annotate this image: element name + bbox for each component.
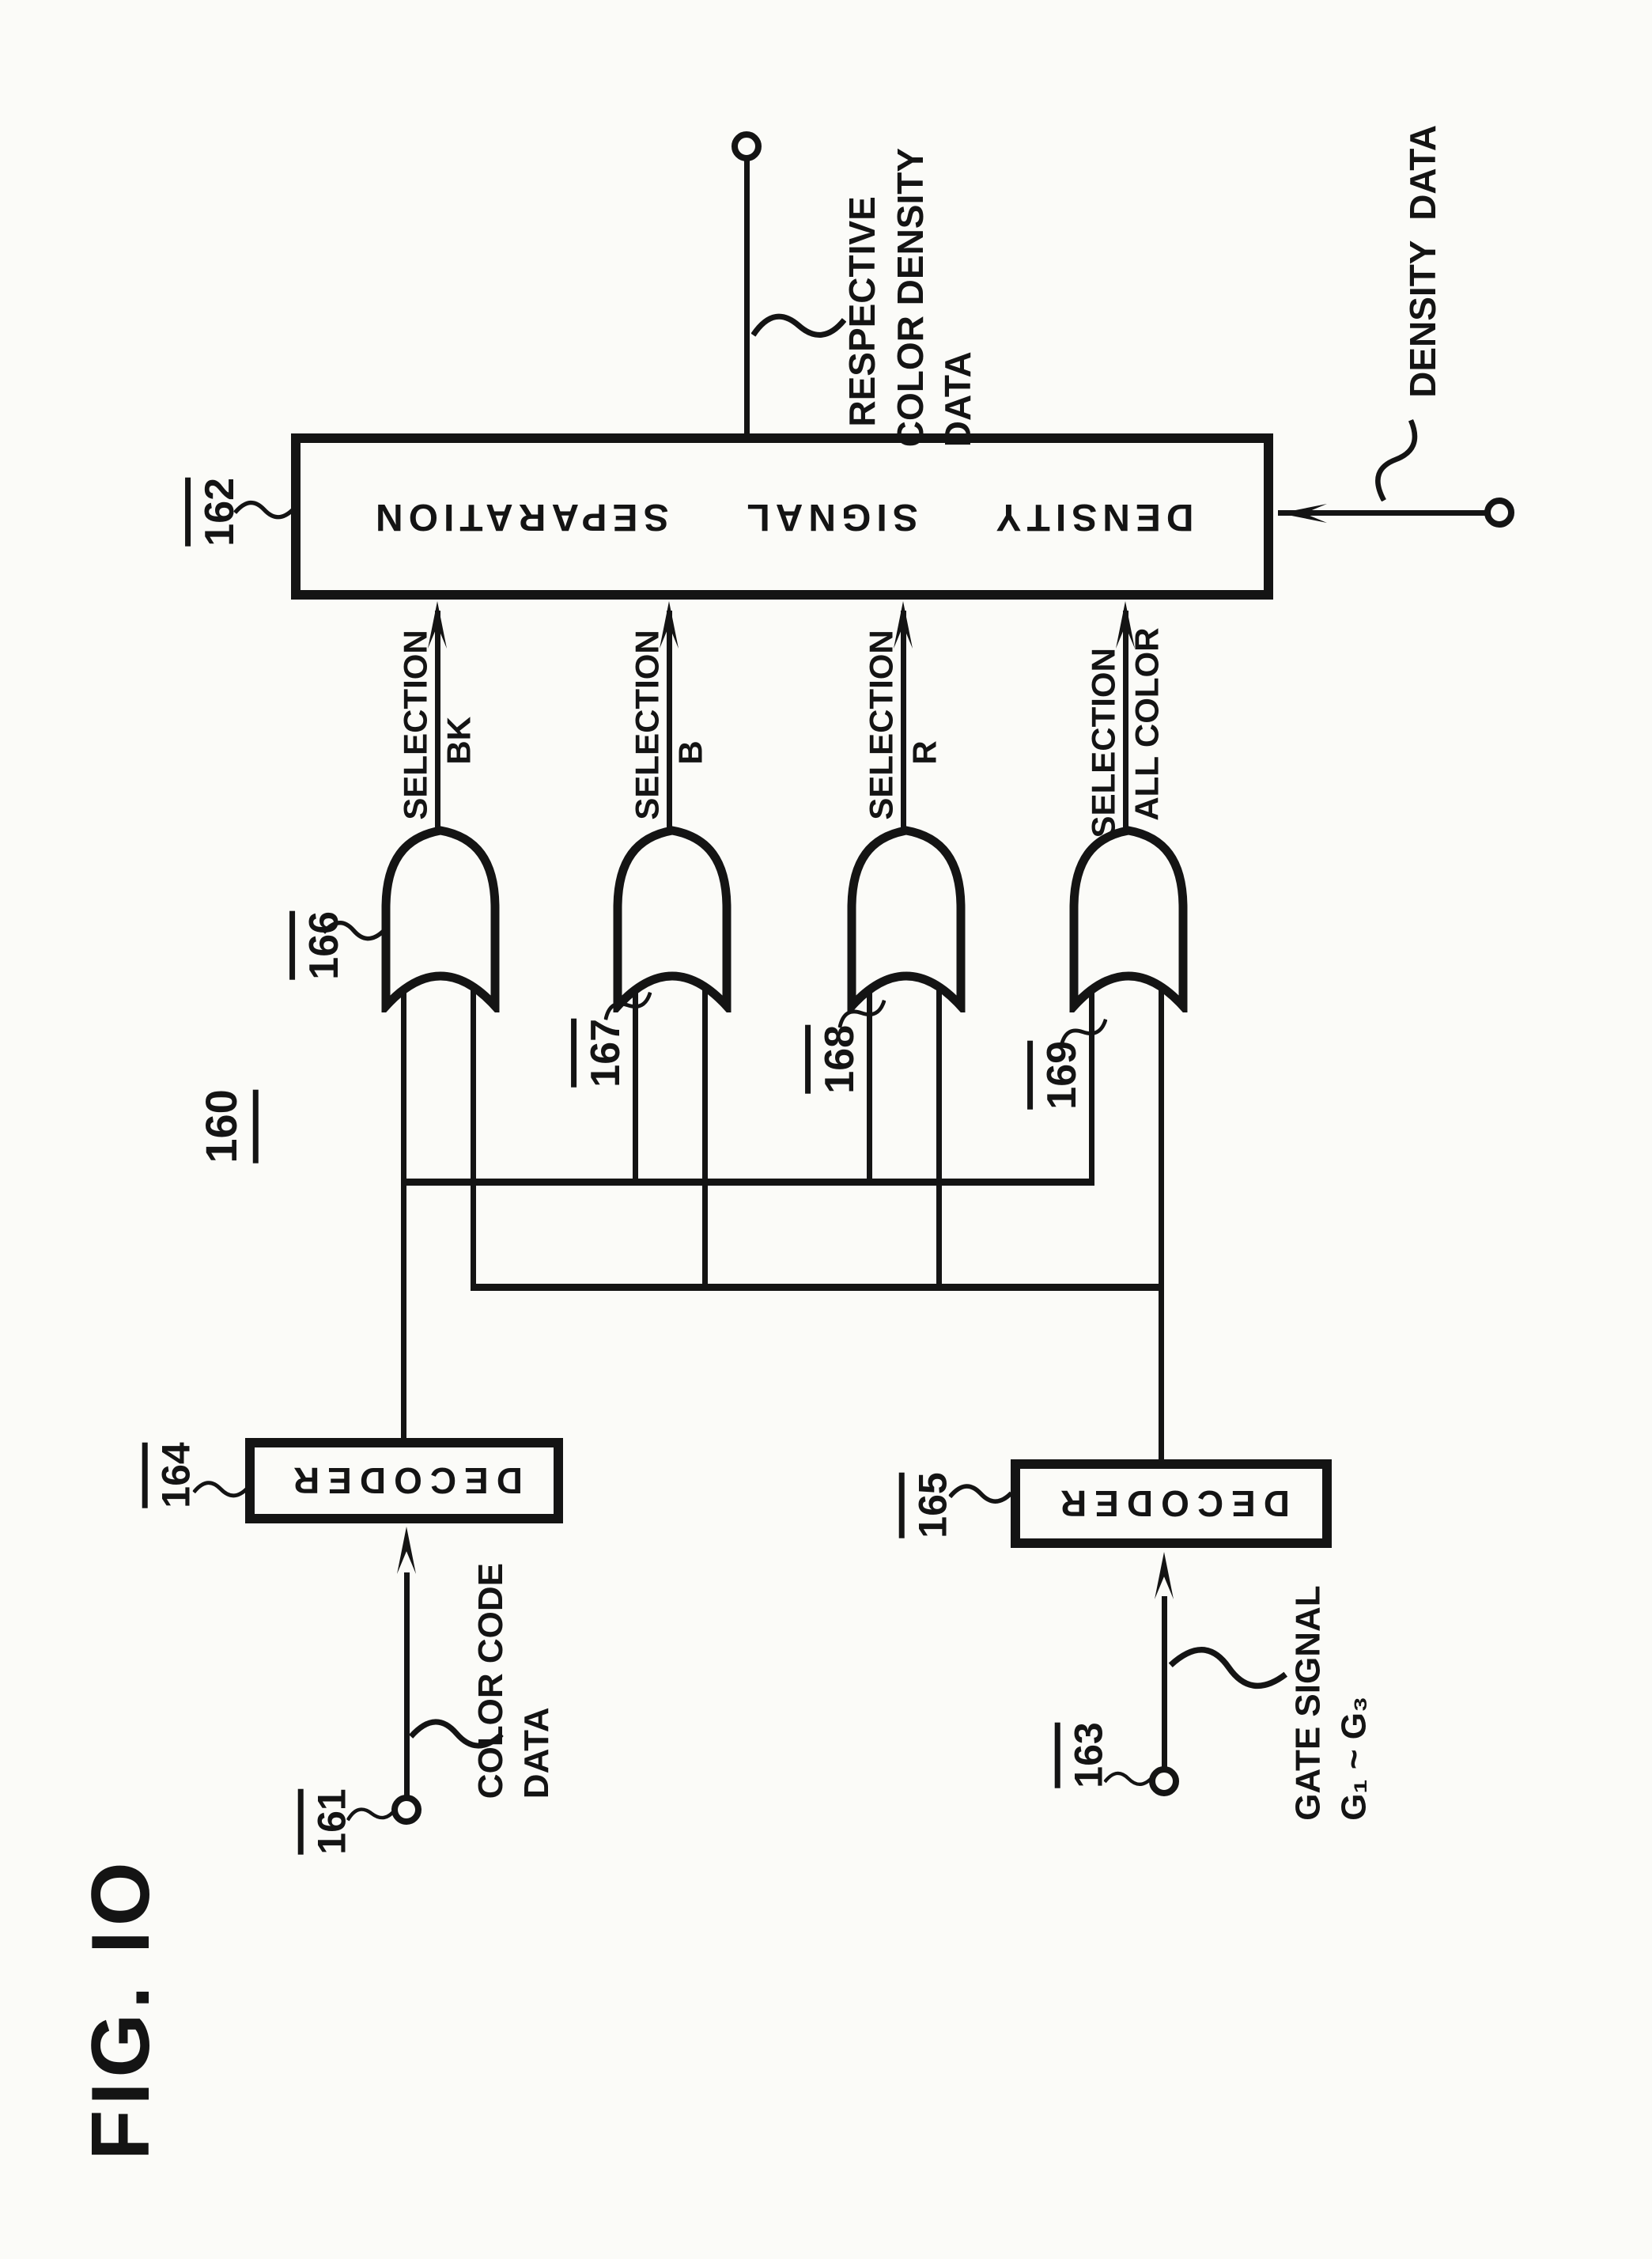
bus-decoder164 xyxy=(401,1179,1094,1186)
leader-squiggle-gatesignal xyxy=(1168,1647,1288,1690)
ref-165: 165 xyxy=(899,1468,959,1542)
wire-gate1-inR xyxy=(471,981,476,1291)
figure-title-text: FIG. IO xyxy=(74,1857,167,2161)
wire-gate2-inR xyxy=(702,981,708,1291)
wire-gate2-out xyxy=(667,611,672,831)
colorcode-label: COLOR CODE DATA xyxy=(468,1563,560,1799)
ref-168-text: 168 xyxy=(804,1024,868,1094)
wire-output-top xyxy=(744,158,750,438)
ref-161-text: 161 xyxy=(298,1788,358,1855)
selection-r-text: SELECTION R xyxy=(862,629,944,820)
selection-b-text: SELECTION B xyxy=(628,629,710,820)
leader-squiggle-161 xyxy=(346,1807,398,1822)
ref-164-text: 164 xyxy=(142,1442,202,1508)
ref-166: 166 xyxy=(289,906,352,984)
or-gate-169 xyxy=(1069,826,1188,1012)
wire-gate4-inR xyxy=(1159,981,1164,1459)
selection-bk-text: SELECTION BK xyxy=(396,629,478,820)
figure-title: FIG. IO xyxy=(70,1795,172,2223)
wire-colorcode-input xyxy=(404,1572,410,1799)
wire-gate1-inL xyxy=(401,981,406,1438)
density-signal-separation-box: DENSITY SIGNAL SEPARATION xyxy=(291,433,1273,600)
decoder-164-label: DECODER xyxy=(285,1460,524,1501)
density-data-label: DENSITY DATA xyxy=(1392,124,1455,398)
gatesignal-label: GATE SIGNAL G₁ ~ G₃ xyxy=(1286,1585,1378,1820)
wire-gate3-out xyxy=(901,611,906,831)
wire-gate3-inL xyxy=(867,981,872,1186)
terminal-output xyxy=(731,131,762,161)
separation-label: DENSITY SIGNAL SEPARATION xyxy=(370,495,1194,538)
leader-squiggle-167 xyxy=(603,991,652,1020)
arrowhead-gatesignal-input xyxy=(1155,1552,1174,1599)
leader-squiggle-162 xyxy=(233,500,295,520)
ref-160: 160 xyxy=(192,1085,259,1167)
leader-squiggle-output xyxy=(751,313,846,338)
ref-166-text: 166 xyxy=(289,910,352,980)
decoder-164-box: DECODER xyxy=(245,1438,563,1523)
ref-163: 163 xyxy=(1055,1718,1115,1792)
ref-165-text: 165 xyxy=(899,1472,959,1538)
terminal-gate-signal xyxy=(1149,1766,1179,1796)
wire-gate4-inL xyxy=(1089,981,1094,1186)
selection-r-label: SELECTION R xyxy=(856,623,951,826)
terminal-density-data xyxy=(1484,498,1514,528)
leader-squiggle-168 xyxy=(837,999,886,1028)
gatesignal-text: GATE SIGNAL G₁ ~ G₃ xyxy=(1288,1585,1374,1821)
colorcode-text: COLOR CODE DATA xyxy=(471,1562,557,1799)
density-data-text: DENSITY DATA xyxy=(1402,124,1444,398)
selection-allcolor-text: SELECTION ALL COLOR xyxy=(1084,627,1166,838)
leader-squiggle-166 xyxy=(322,920,385,941)
ref-161: 161 xyxy=(298,1784,358,1859)
wire-gate4-out xyxy=(1123,611,1128,831)
leader-squiggle-164 xyxy=(192,1481,249,1498)
arrowhead-colorcode-input xyxy=(397,1527,416,1574)
ref-164: 164 xyxy=(142,1438,202,1512)
ref-162-text: 162 xyxy=(184,477,248,547)
wire-gate1-out xyxy=(435,611,440,831)
leader-squiggle-169 xyxy=(1059,1018,1108,1047)
ref-169: 169 xyxy=(1026,1036,1090,1114)
or-gate-166 xyxy=(381,826,500,1012)
leader-squiggle-165 xyxy=(947,1484,1013,1504)
or-gate-167 xyxy=(613,826,731,1012)
wire-gate2-inL xyxy=(633,981,638,1186)
or-gate-168 xyxy=(847,826,966,1012)
ref-160-text: 160 xyxy=(192,1089,259,1164)
wire-density-input xyxy=(1278,510,1488,516)
leader-squiggle-163 xyxy=(1103,1771,1154,1786)
decoder-165-box: DECODER xyxy=(1011,1459,1332,1548)
output-label-text: RESPECTIVE COLOR DENSITY DATA xyxy=(841,147,979,448)
leader-squiggle-density xyxy=(1375,418,1418,502)
wire-gatesignal-input xyxy=(1162,1596,1167,1770)
selection-allcolor-label: SELECTION ALL COLOR xyxy=(1078,626,1173,838)
bus-decoder165 xyxy=(471,1284,1164,1291)
ref-168: 168 xyxy=(804,1020,868,1098)
leader-squiggle-colorcode xyxy=(408,1719,504,1749)
ref-167: 167 xyxy=(570,1014,633,1092)
selection-bk-label: SELECTION BK xyxy=(390,623,485,826)
ref-167-text: 167 xyxy=(570,1018,633,1088)
decoder-165-label: DECODER xyxy=(1052,1483,1291,1524)
wire-gate3-inR xyxy=(936,981,942,1291)
output-label: RESPECTIVE COLOR DENSITY DATA xyxy=(837,148,984,447)
ref-162: 162 xyxy=(184,473,248,551)
ref-169-text: 169 xyxy=(1026,1040,1090,1110)
ref-163-text: 163 xyxy=(1055,1722,1115,1788)
selection-b-label: SELECTION B xyxy=(622,623,716,826)
